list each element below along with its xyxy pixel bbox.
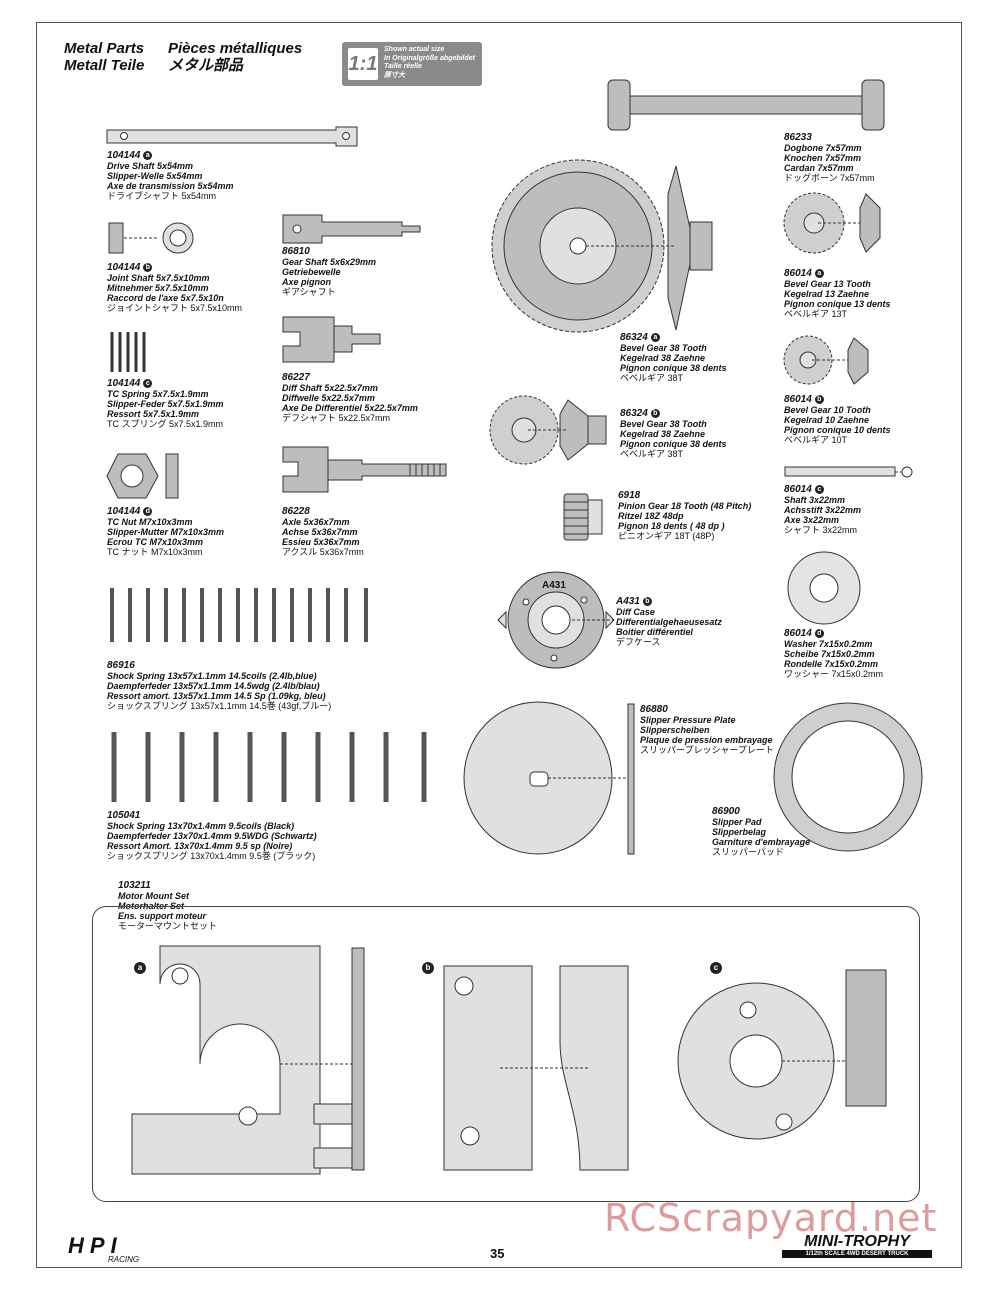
bevel-gear-small-drawing — [489, 395, 607, 465]
motor-mount-box — [92, 906, 920, 1202]
bevel-gear-38t-drawing — [491, 159, 713, 333]
part-label-86916: 86916 Shock Spring 13x57x1.1mm 14.5coils… — [107, 660, 332, 711]
dogbone-drawing — [607, 79, 885, 131]
scale-value: 1:1 — [348, 48, 378, 80]
motor-mount-b-drawing — [443, 965, 629, 1171]
mini-trophy-logo: MINI-TROPHY 1/12th SCALE 4WD DESERT TRUC… — [782, 1234, 932, 1258]
shaft-3x22-drawing — [784, 466, 913, 478]
bevel-gear-10t-drawing — [783, 335, 869, 385]
diff-case-drawing — [497, 571, 615, 669]
washer-drawing — [787, 551, 861, 625]
part-label-6918: 6918 Pinion Gear 18 Tooth (48 Pitch)Ritz… — [618, 490, 752, 541]
section-title-fr: Pièces métalliques メタル部品 — [168, 40, 303, 74]
shock-spring-blue-drawing — [110, 588, 368, 642]
gear-shaft-drawing — [282, 214, 421, 244]
motor-mount-marker-b: b — [422, 962, 434, 974]
watermark: RCScrapyard.net — [604, 1196, 938, 1240]
shock-spring-black-drawing — [111, 732, 427, 802]
scale-note: Shown actual size In Originalgröße abgeb… — [384, 46, 476, 79]
drive-shaft-drawing — [106, 126, 358, 147]
axle-drawing — [282, 446, 447, 493]
diff-shaft-drawing — [282, 316, 381, 363]
motor-mount-marker-a: a — [134, 962, 146, 974]
motor-mount-c-drawing — [677, 969, 887, 1140]
page-number: 35 — [490, 1246, 505, 1261]
section-title-en: Metal Parts Metall Teile — [64, 40, 145, 74]
slipper-pad-drawing — [773, 702, 923, 852]
motor-mount-a-drawing — [131, 945, 365, 1175]
bevel-gear-13t-drawing — [783, 192, 881, 254]
pinion-gear-drawing — [563, 493, 603, 541]
diff-case-stamp: A431 — [542, 580, 566, 591]
joint-shaft-drawing — [108, 222, 194, 254]
part-label-105041: 105041 Shock Spring 13x70x1.4mm 9.5coils… — [107, 810, 317, 861]
hpi-logo: HPI RACING — [68, 1233, 140, 1264]
actual-size-badge: 1:1 Shown actual size In Originalgröße a… — [342, 42, 482, 86]
tc-spring-drawing — [110, 332, 146, 372]
motor-mount-marker-c: c — [710, 962, 722, 974]
tc-nut-drawing — [106, 453, 179, 499]
page-frame — [36, 22, 962, 1268]
slipper-plate-drawing — [463, 701, 635, 855]
